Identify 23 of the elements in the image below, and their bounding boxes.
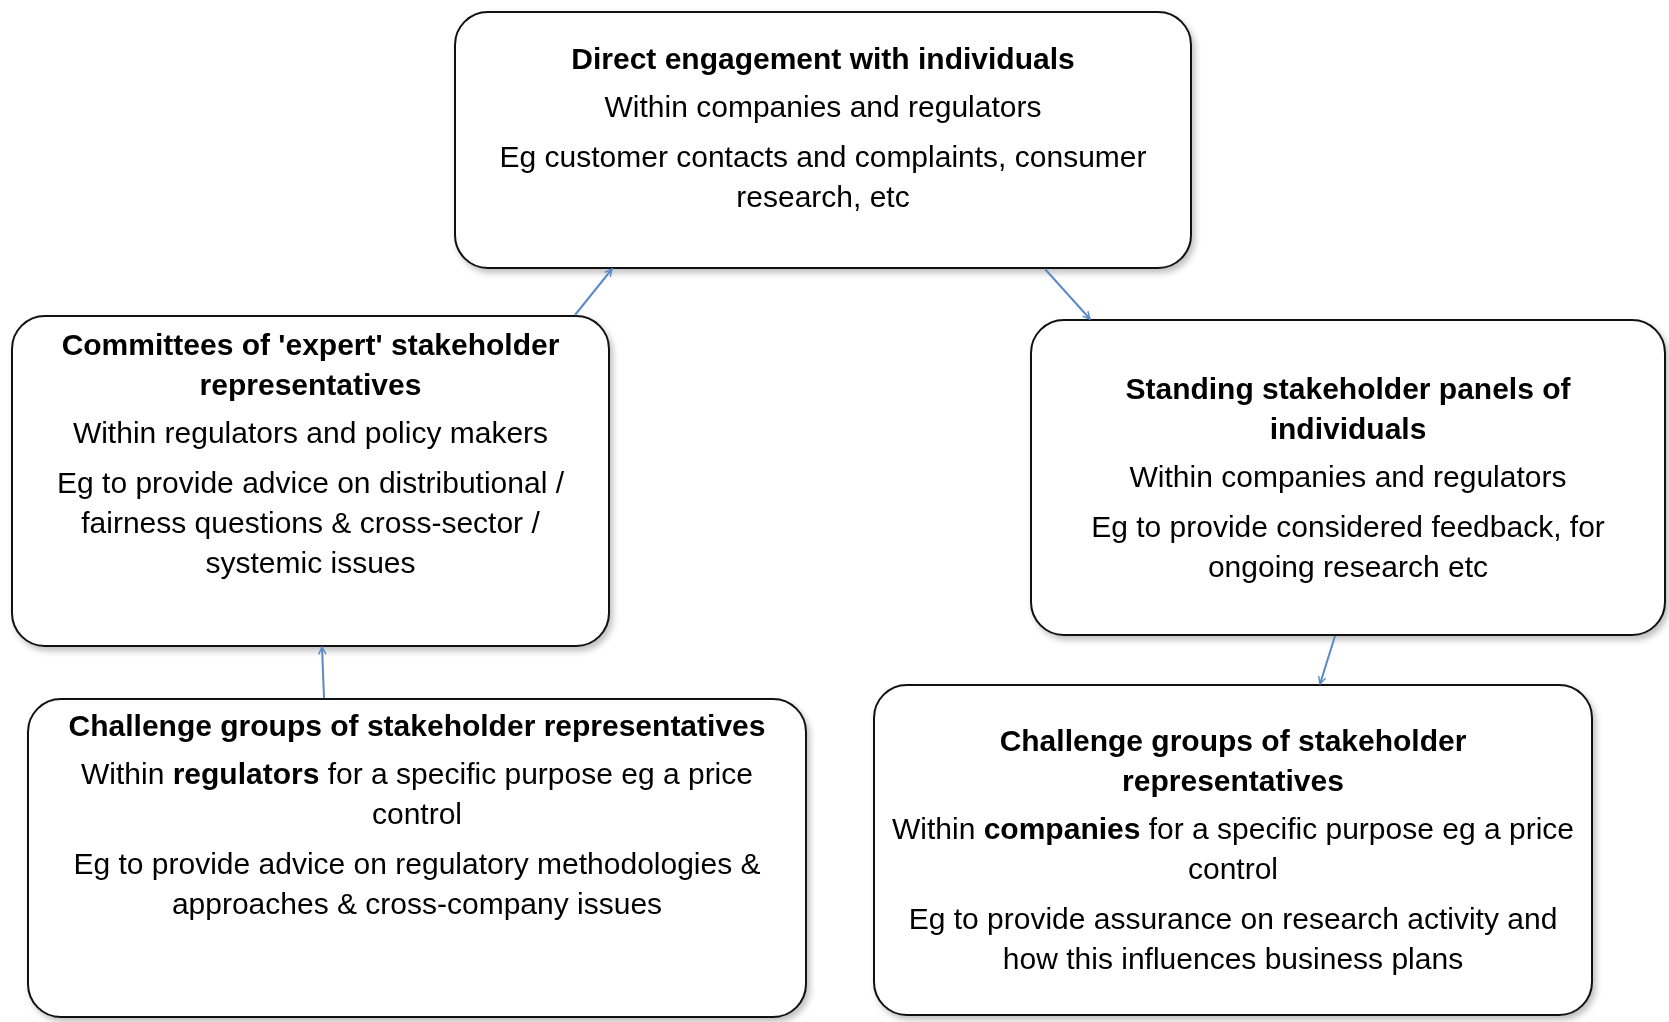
box-text: Eg to provide advice on regulatory methodologies & approaches & cross-company issues bbox=[72, 846, 762, 922]
rounded-box bbox=[873, 684, 1593, 1016]
box-text: Within companies and regulators bbox=[604, 89, 1042, 125]
arrow bbox=[574, 268, 613, 316]
arrow bbox=[1044, 268, 1091, 320]
arrow bbox=[1318, 635, 1336, 685]
box-text: Within regulators for a specific purpose eg a price control bbox=[80, 756, 754, 832]
box-text: Eg to provide considered feedback, for ongoing research etc bbox=[1090, 508, 1606, 585]
box-heading: Committees of 'expert' stakeholder representatives bbox=[60, 327, 561, 403]
arrow bbox=[317, 646, 327, 699]
box-text: Eg customer contacts and complaints, consumer research, etc bbox=[498, 139, 1148, 215]
box-text: Within companies for a specific purpose eg a price control bbox=[891, 811, 1575, 887]
rounded-box bbox=[1030, 319, 1666, 636]
rounded-box bbox=[454, 11, 1192, 269]
box-heading: Challenge groups of stakeholder representatives bbox=[68, 708, 766, 744]
box-text: Within regulators and policy makers bbox=[72, 415, 549, 451]
box-heading: Direct engagement with individuals bbox=[571, 41, 1075, 77]
box-text: Eg to provide advice on distributional / fairness questions & cross-sector / systemic issues bbox=[56, 465, 565, 581]
box-text: Within companies and regulators bbox=[1129, 458, 1567, 495]
box-heading: Standing stakeholder panels of individuals bbox=[1124, 370, 1572, 447]
rounded-box bbox=[27, 698, 807, 1018]
box-text: Eg to provide assurance on research activity and how this influences business plans bbox=[907, 901, 1559, 977]
rounded-box bbox=[11, 315, 610, 647]
